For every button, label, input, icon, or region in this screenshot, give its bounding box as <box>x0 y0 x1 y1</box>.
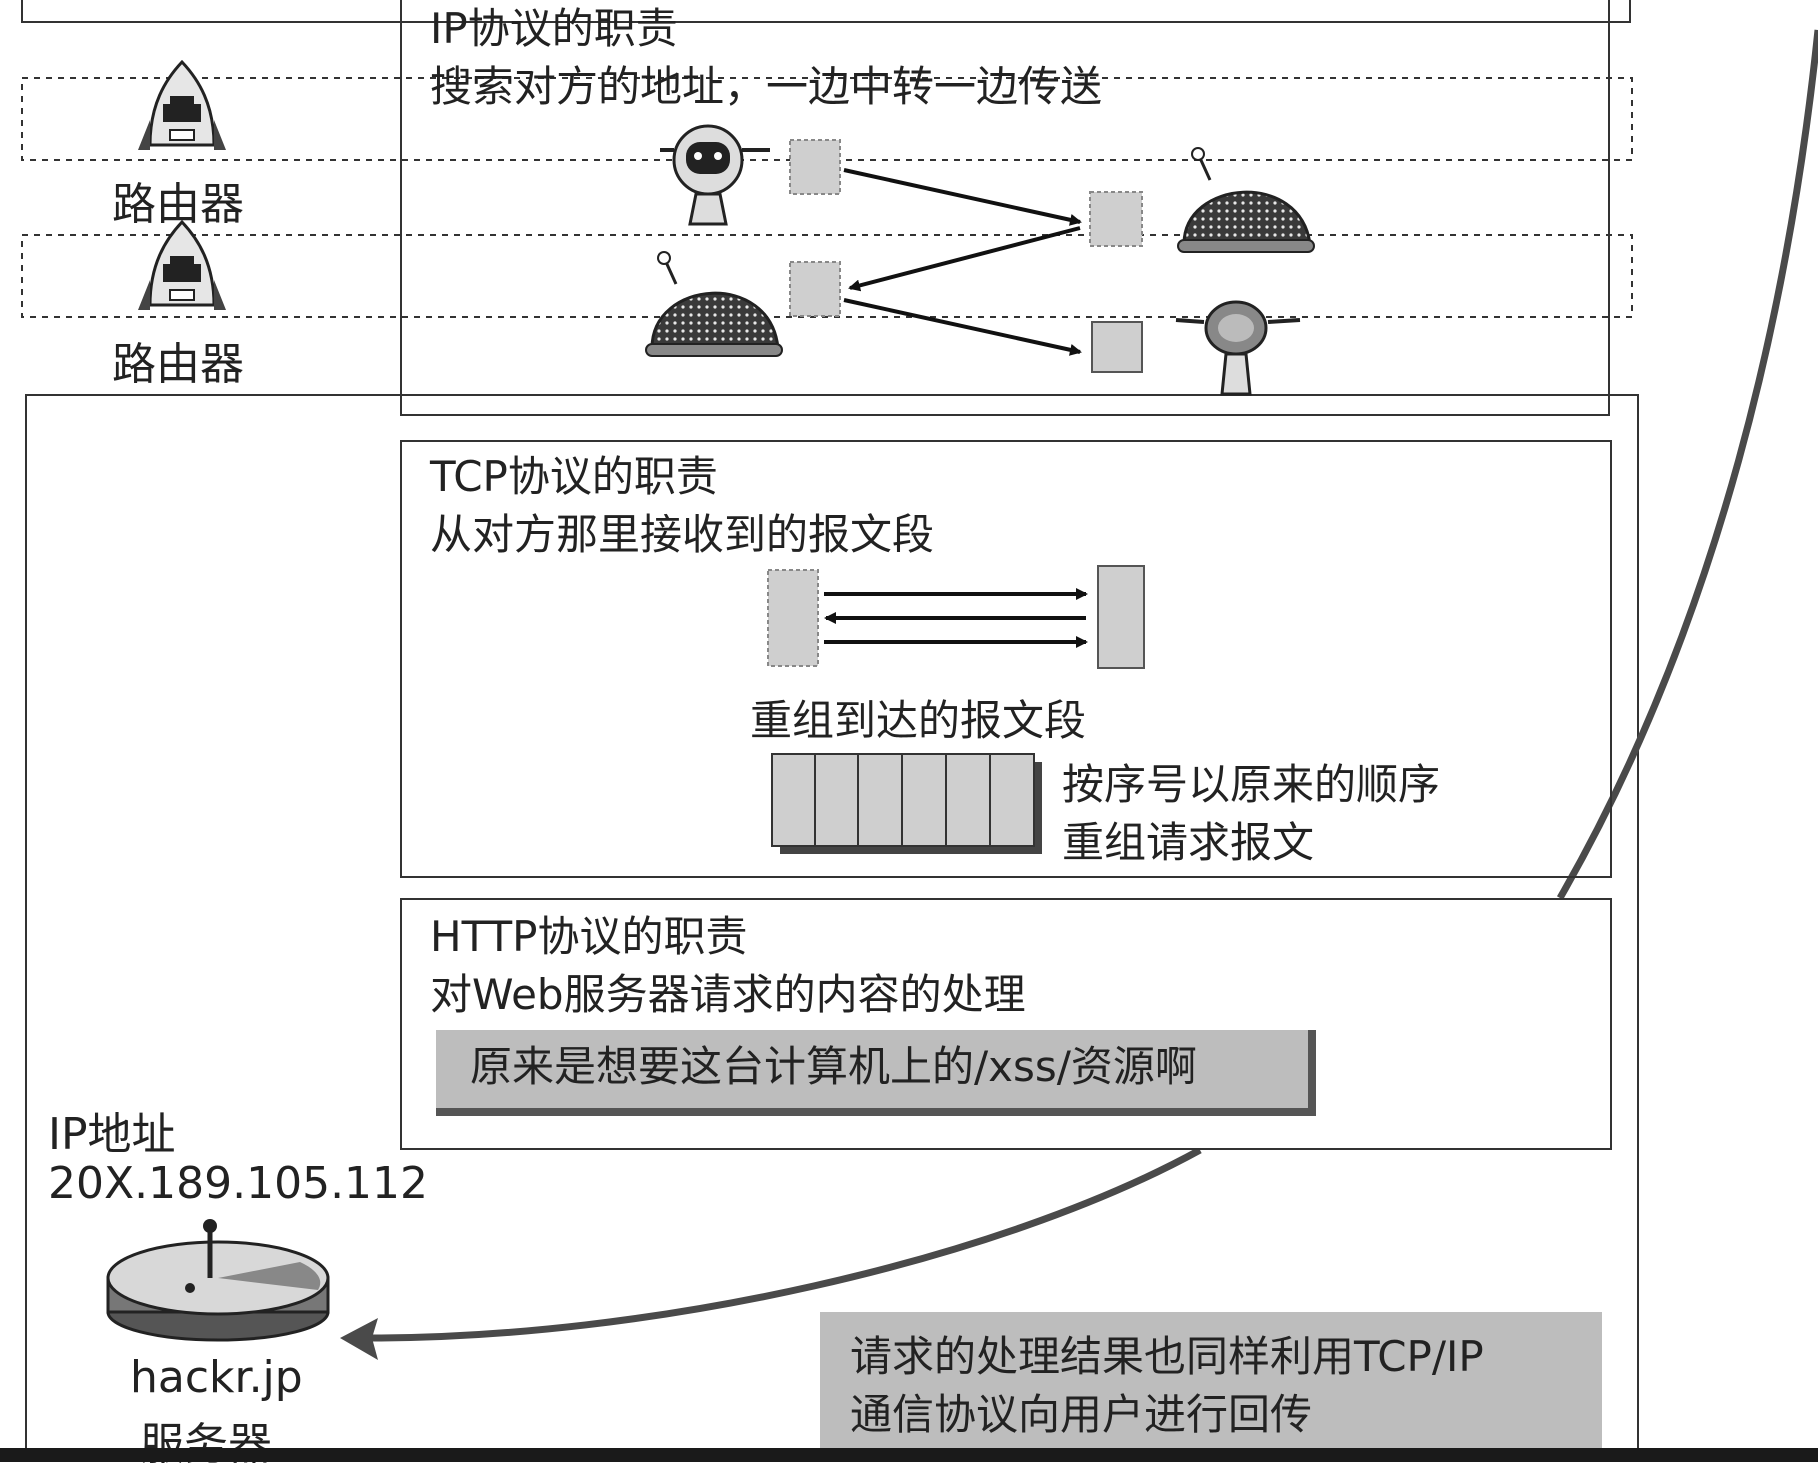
response-note-line1: 请求的处理结果也同样利用TCP/IP <box>850 1332 1484 1381</box>
ip-packet-3 <box>789 261 841 317</box>
robot-target-icon <box>1175 300 1301 396</box>
ip-arrow-3 <box>843 298 1082 356</box>
beetle-receiver-icon <box>1177 147 1315 253</box>
router-label-2: 路由器 <box>112 339 244 390</box>
request-curve <box>1556 29 1818 900</box>
reassembled-segments <box>771 753 1042 854</box>
response-arrowhead <box>340 1318 378 1360</box>
http-section-subtitle: 对Web服务器请求的内容的处理 <box>430 970 1026 1019</box>
tcp-section-subtitle: 从对方那里接收到的报文段 <box>430 510 935 559</box>
tcp-order-note-line2: 重组请求报文 <box>1062 818 1315 867</box>
response-note-line2: 通信协议向用户进行回传 <box>850 1390 1313 1439</box>
server-ip-value: 20X.189.105.112 <box>48 1158 429 1209</box>
router-icon-2 <box>138 219 226 310</box>
ip-section-subtitle: 搜索对方的地址，一边中转一边传送 <box>430 62 1103 111</box>
ip-packet-4 <box>1091 321 1143 373</box>
tcp-reassemble-label: 重组到达的报文段 <box>750 696 1087 745</box>
http-section-title: HTTP协议的职责 <box>430 912 748 961</box>
response-curve <box>359 1146 1202 1342</box>
ip-packet-2 <box>1089 191 1143 247</box>
http-highlight: 原来是想要这台计算机上的/xss/资源啊 <box>436 1030 1316 1116</box>
tcp-section-title: TCP协议的职责 <box>430 452 718 501</box>
ip-section: IP协议的职责 搜索对方的地址，一边中转一边传送 <box>400 0 1610 416</box>
server-icon <box>106 1219 330 1342</box>
router-band-2 <box>21 234 1633 318</box>
tcp-segment-right <box>1097 565 1145 669</box>
server-name: hackr.jp <box>130 1352 303 1403</box>
http-highlight-text: 原来是想要这台计算机上的/xss/资源啊 <box>470 1042 1197 1091</box>
robot-sender-icon <box>660 124 770 226</box>
beetle-relay-icon <box>645 251 783 357</box>
server-ip-label: IP地址 <box>48 1109 176 1160</box>
ip-arrow-2 <box>848 226 1081 292</box>
ip-section-title: IP协议的职责 <box>430 4 678 53</box>
tcp-segment-left <box>767 569 819 667</box>
ip-packet-1 <box>789 139 841 195</box>
tcp-section: TCP协议的职责 从对方那里接收到的报文段 重组到达的报文段 按序号以原来的顺序… <box>400 440 1612 878</box>
ip-arrow-1 <box>843 168 1082 226</box>
response-note: 请求的处理结果也同样利用TCP/IP 通信协议向用户进行回传 <box>820 1312 1602 1462</box>
bottom-edge-bar <box>0 1448 1818 1462</box>
tcp-order-note-line1: 按序号以原来的顺序 <box>1062 760 1441 809</box>
router-icon-1 <box>138 59 226 150</box>
http-section: HTTP协议的职责 对Web服务器请求的内容的处理 原来是想要这台计算机上的/x… <box>400 898 1612 1150</box>
router-label-1: 路由器 <box>112 179 244 230</box>
server-role: 服务器 <box>140 1419 272 1470</box>
top-frame <box>21 0 1631 23</box>
server-frame <box>25 394 1639 1462</box>
